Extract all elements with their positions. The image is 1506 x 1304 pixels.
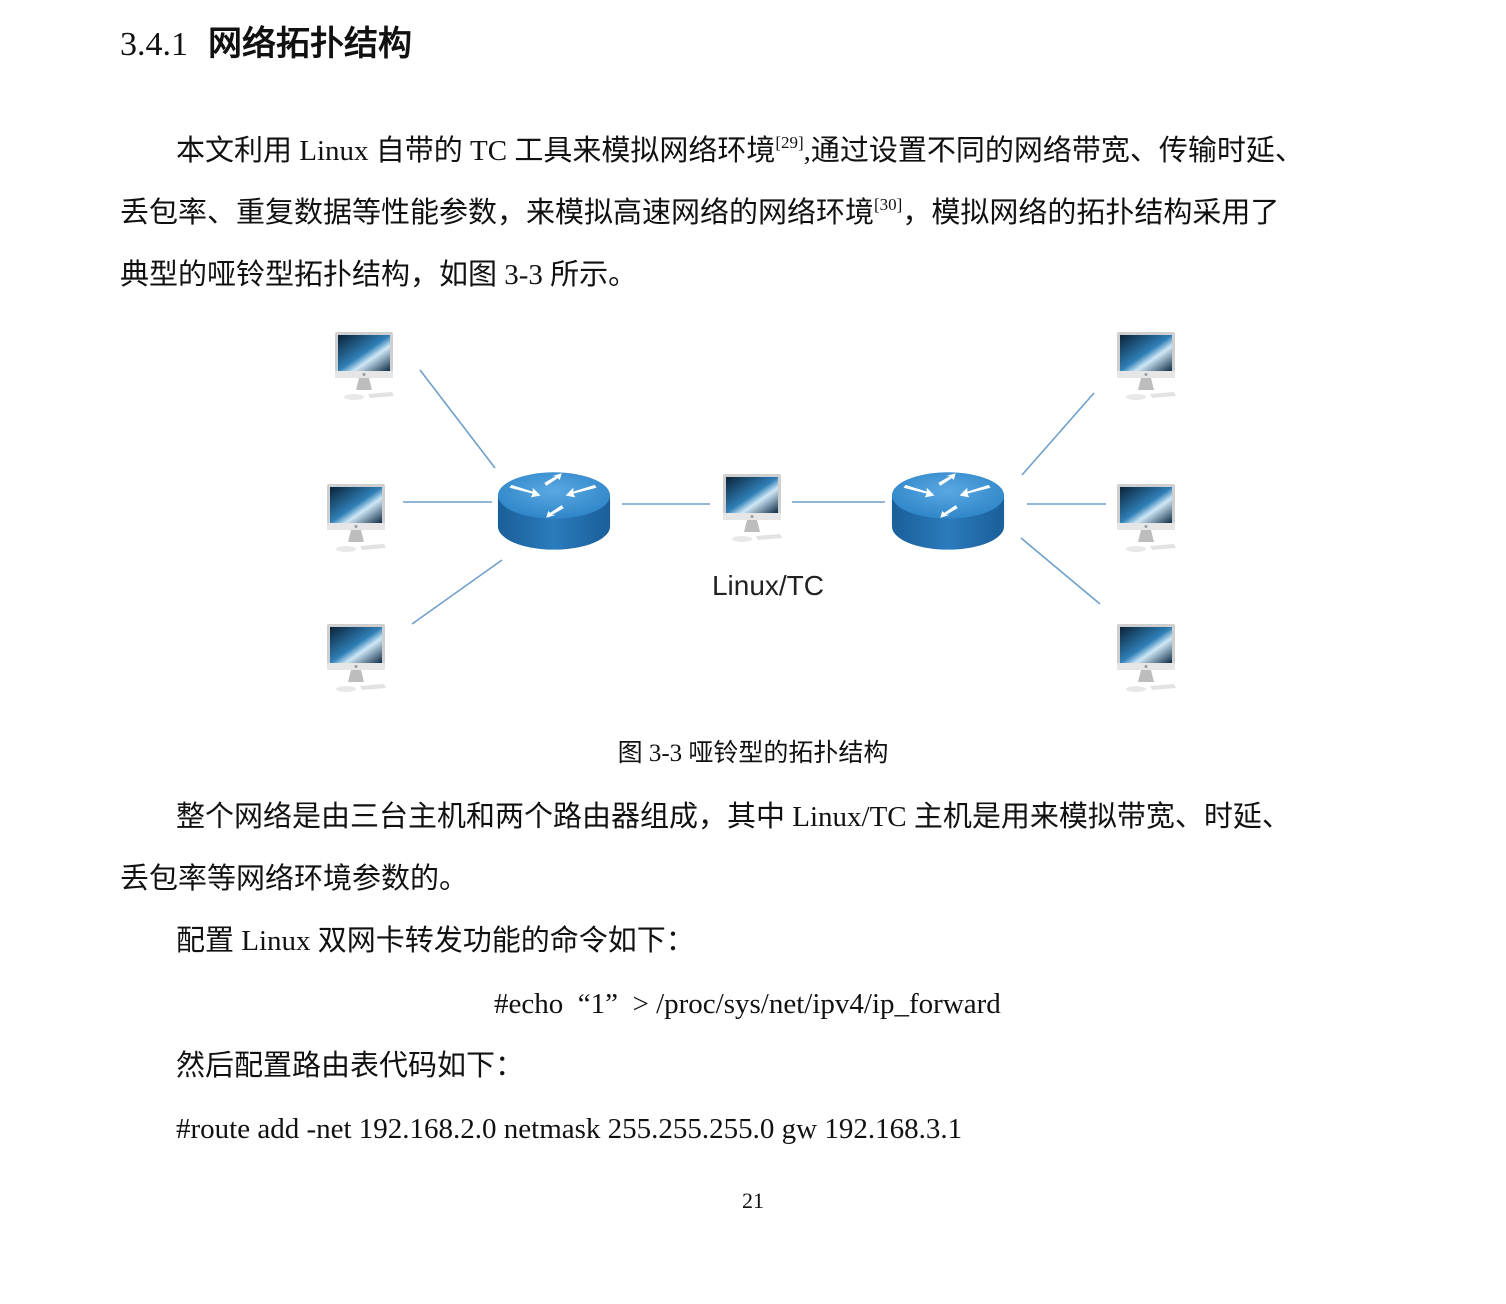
linux-tc-label: Linux/TC [712, 570, 824, 601]
computer-icon-right-1 [1117, 332, 1176, 400]
router-icon-right [891, 472, 1005, 550]
paragraph-1-line-3: 典型的哑铃型拓扑结构，如图 3-3 所示。 [120, 259, 638, 291]
paragraph-1-line-2: 丢包率、重复数据等性能参数，来模拟高速网络的网络环境[30]，模拟网络的拓扑结构… [120, 195, 1280, 229]
paragraph-2-line-1: 整个网络是由三台主机和两个路由器组成，其中 Linux/TC 主机是用来模拟带宽… [176, 801, 1291, 833]
citation[interactable]: [30] [874, 195, 903, 214]
page-number: 21 [742, 1188, 764, 1213]
computer-icon-left-3 [327, 624, 386, 692]
command-ip-forward: #echo “1” > /proc/sys/net/ipv4/ip_forwar… [494, 988, 1001, 1020]
computer-icon-right-3 [1117, 624, 1176, 692]
router-icon-left [497, 472, 611, 550]
paragraph-1-line-1: 本文利用 Linux 自带的 TC 工具来模拟网络环境[29],通过设置不同的网… [176, 133, 1304, 167]
link-left-top [419, 369, 496, 469]
link-right-top [1021, 392, 1095, 476]
section-number: 3.4.1 [120, 26, 188, 63]
section-title: 网络拓扑结构 [208, 24, 412, 64]
figure-caption: 图 3-3 哑铃型的拓扑结构 [617, 740, 889, 767]
computer-icon-left-2 [327, 484, 386, 552]
link-right-bottom [1020, 537, 1101, 605]
paragraph-3: 配置 Linux 双网卡转发功能的命令如下： [176, 925, 695, 957]
linux-tc-host-icon [723, 474, 782, 542]
network-links [403, 369, 1106, 625]
command-route-add: #route add -net 192.168.2.0 netmask 255.… [176, 1113, 963, 1145]
citation[interactable]: [29] [775, 133, 804, 152]
dumbbell-topology-figure: Linux/TC [327, 332, 1176, 692]
computer-icon-left-1 [335, 332, 394, 400]
section-heading: 3.4.1 网络拓扑结构 [120, 22, 412, 67]
link-left-bottom [411, 559, 503, 625]
computer-icon-right-2 [1117, 484, 1176, 552]
paragraph-2-line-2: 丢包率等网络环境参数的。 [120, 863, 469, 895]
paragraph-4: 然后配置路由表代码如下： [176, 1050, 525, 1082]
